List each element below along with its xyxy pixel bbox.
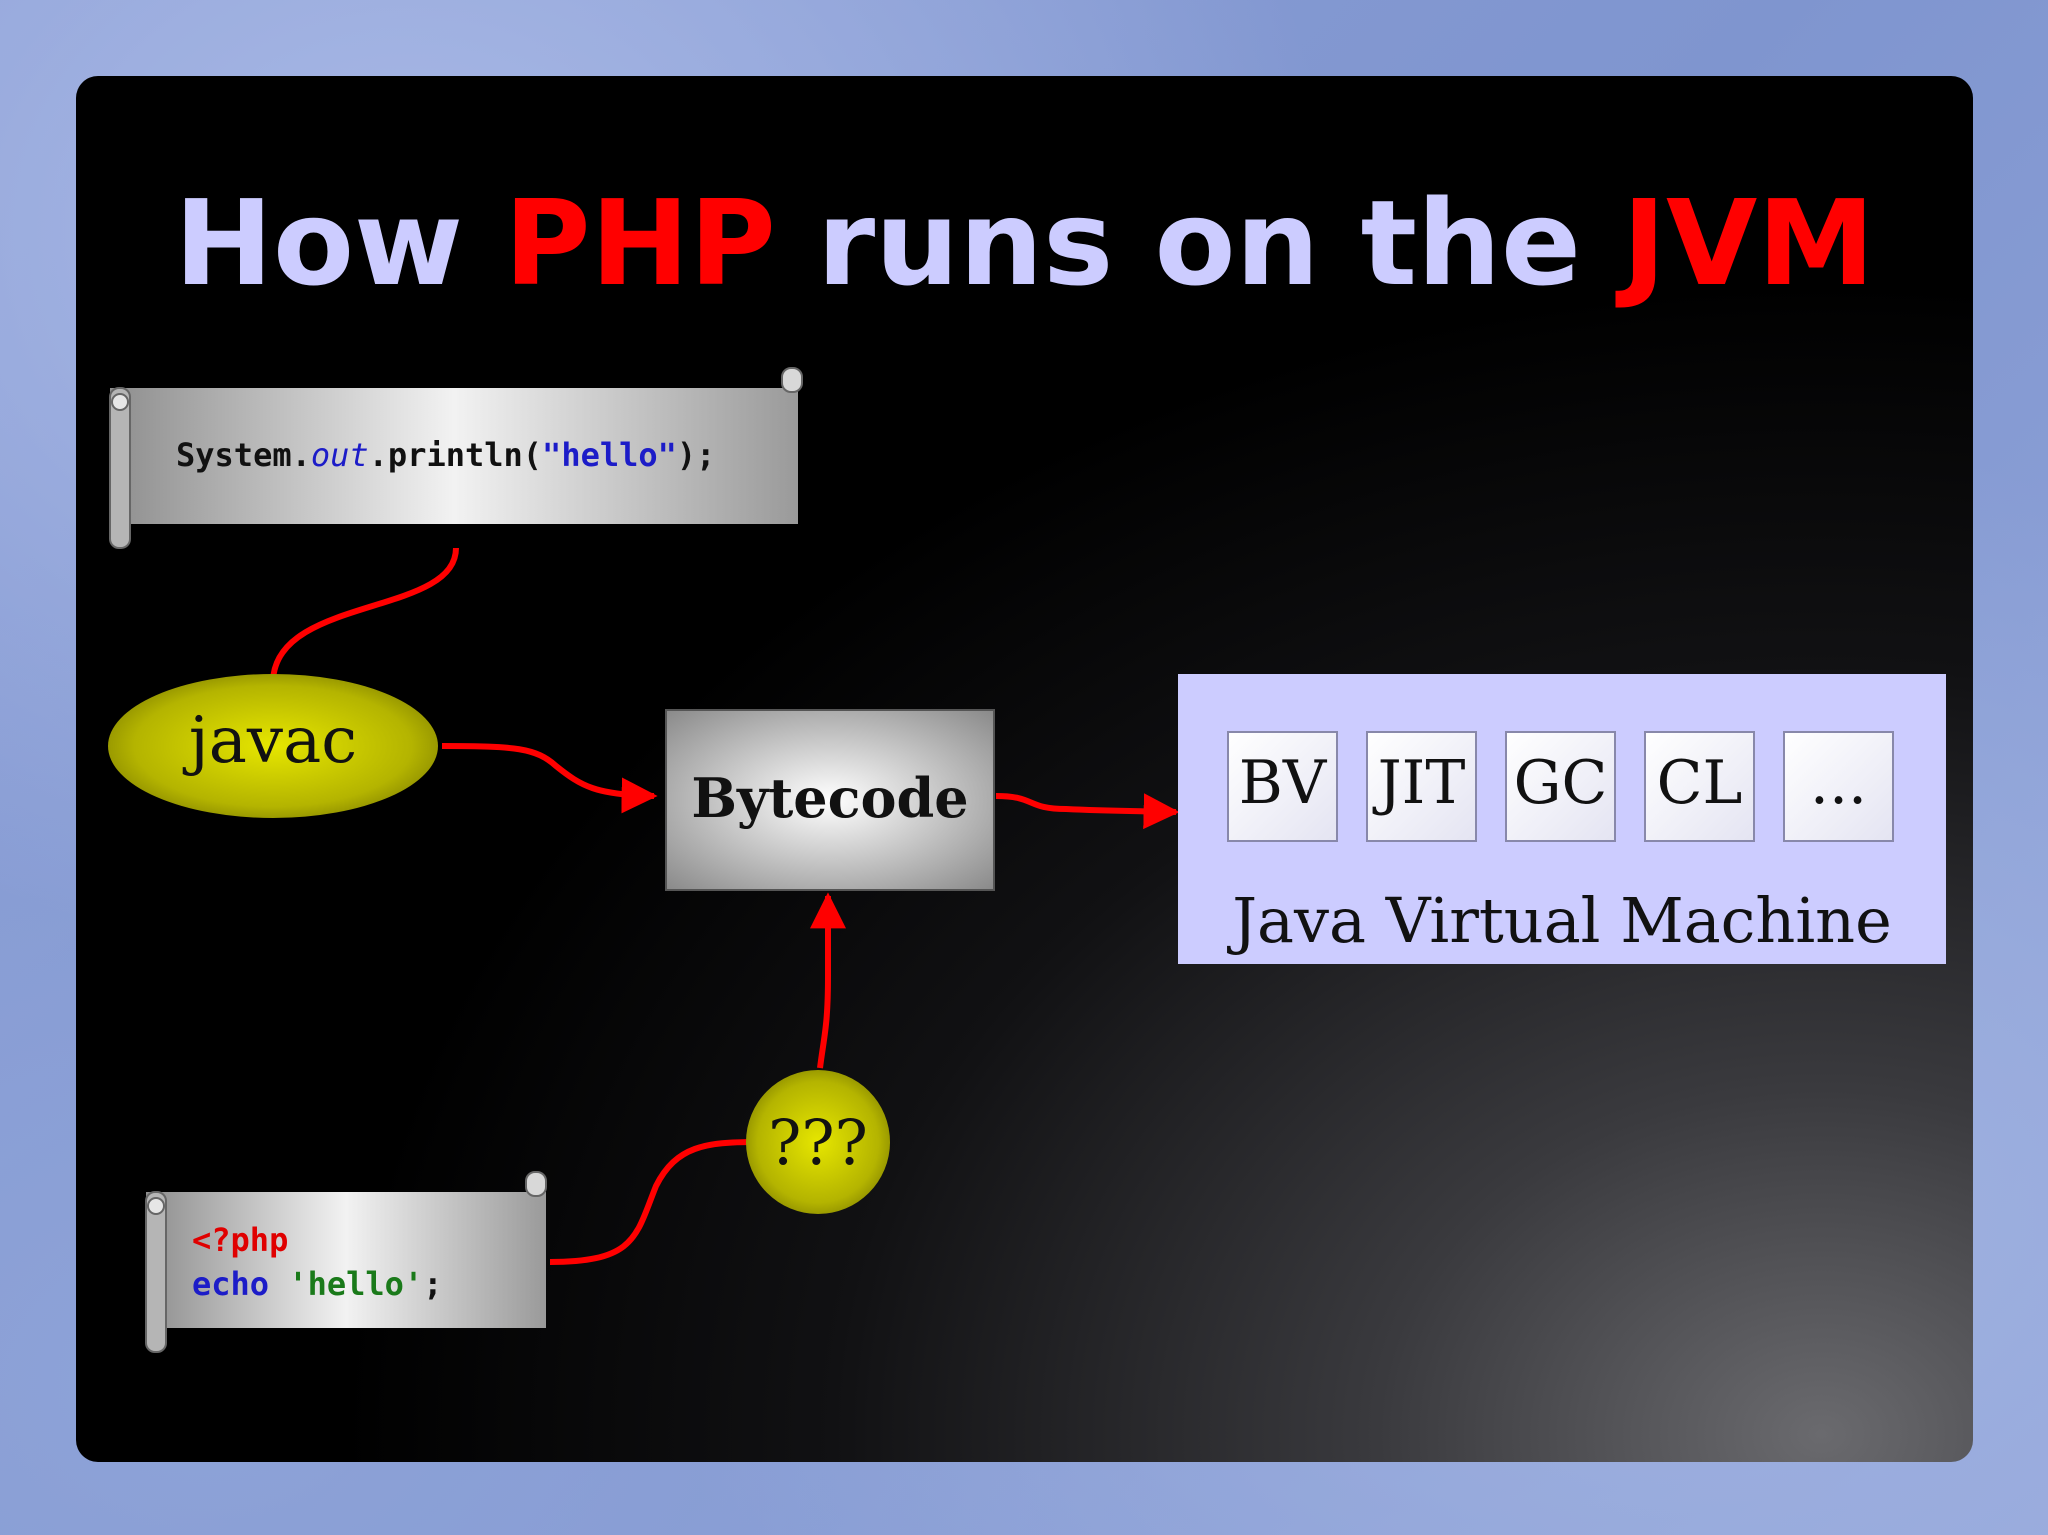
javac-label: javac: [188, 704, 358, 778]
java-code-string: "hello": [542, 436, 677, 474]
php-open-tag: <?php: [192, 1221, 289, 1259]
jvm-component-cl: CL: [1656, 748, 1743, 818]
slide: How PHP runs on the JVM: [76, 76, 1973, 1462]
jvm-component-more: ...: [1809, 748, 1868, 818]
php-echo-keyword: echo: [192, 1265, 270, 1303]
java-code-prefix: System.: [176, 436, 311, 474]
jvm-box-jit: [1366, 731, 1477, 842]
title-jvm: JVM: [1622, 174, 1875, 312]
title-part2: runs on the: [775, 174, 1623, 312]
jvm-box-bv: [1227, 731, 1338, 842]
java-code-call: .println(: [368, 436, 543, 474]
jvm-component-boxes: [1227, 731, 1894, 842]
jvm-box-more: [1783, 731, 1894, 842]
title-part1: How: [174, 174, 505, 312]
jvm-component-bv: BV: [1238, 748, 1327, 818]
bytecode-box: [665, 709, 995, 891]
arrow-unknown-to-bytecode: [810, 892, 846, 1069]
php-semicolon: ;: [423, 1265, 443, 1303]
connector-java-to-javac: [270, 547, 459, 682]
unknown-label: ???: [768, 1106, 868, 1179]
arrow-bytecode-to-jvm: [995, 793, 1180, 830]
java-code-obj: out: [310, 436, 369, 474]
jvm-label: Java Virtual Machine: [1232, 884, 1892, 957]
diagram-canvas: [108, 367, 1946, 1353]
javac-node: [108, 674, 438, 818]
arrow-javac-to-bytecode: [441, 743, 658, 814]
php-string: 'hello': [288, 1265, 424, 1303]
jvm-box-cl: [1644, 731, 1755, 842]
jvm-component-jit: JIT: [1377, 748, 1466, 818]
connector-php-to-unknown: [549, 1139, 757, 1265]
bytecode-label: Bytecode: [691, 766, 969, 830]
unknown-node: [746, 1070, 890, 1214]
jvm-component-gc: GC: [1513, 748, 1608, 818]
jvm-box-gc: [1505, 731, 1616, 842]
slide-title: How PHP runs on the JVM: [76, 174, 1973, 312]
php-code: <?php echo 'hello';: [192, 1218, 442, 1306]
php-code-scroll: [145, 1171, 547, 1353]
java-code: System.out.println("hello");: [176, 436, 715, 474]
java-code-suffix: );: [676, 436, 716, 474]
title-php: PHP: [504, 174, 776, 312]
java-code-scroll: [109, 367, 803, 549]
